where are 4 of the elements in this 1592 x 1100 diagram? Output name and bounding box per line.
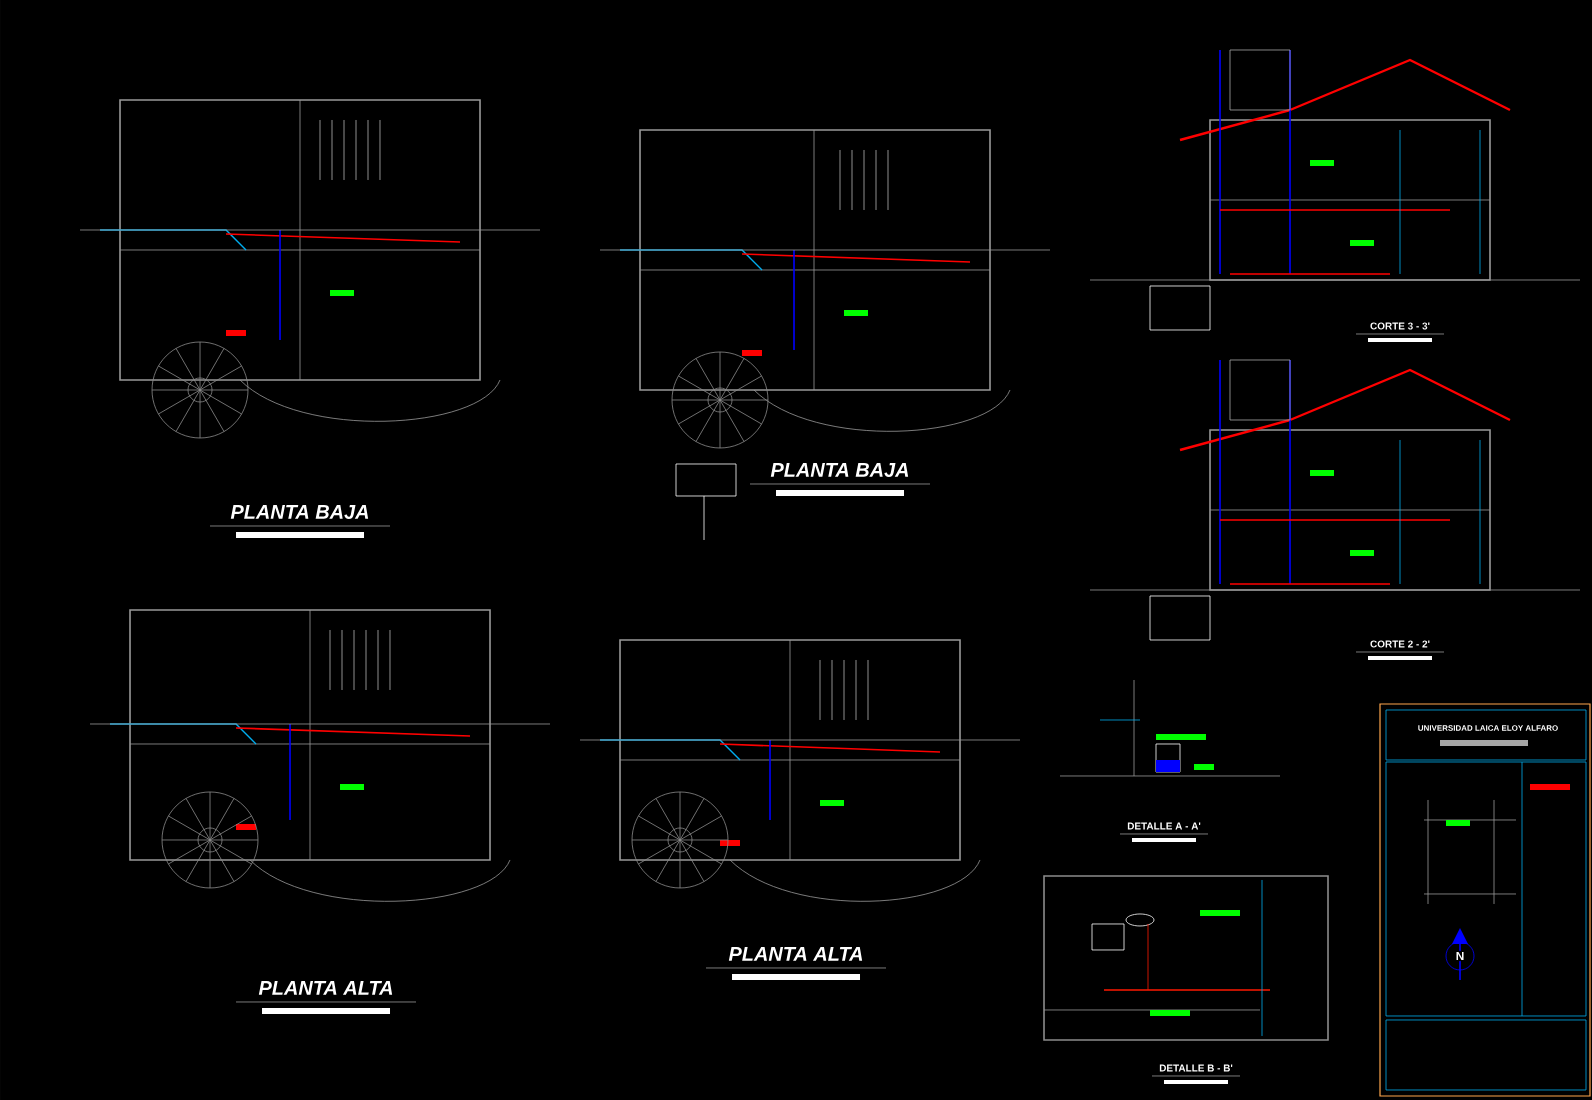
view-title: PLANTA ALTA: [705, 947, 887, 980]
view-title: PLANTA BAJA: [749, 463, 931, 496]
view-title: PLANTA ALTA: [235, 981, 417, 1014]
view-title: PLANTA BAJA: [209, 505, 391, 538]
